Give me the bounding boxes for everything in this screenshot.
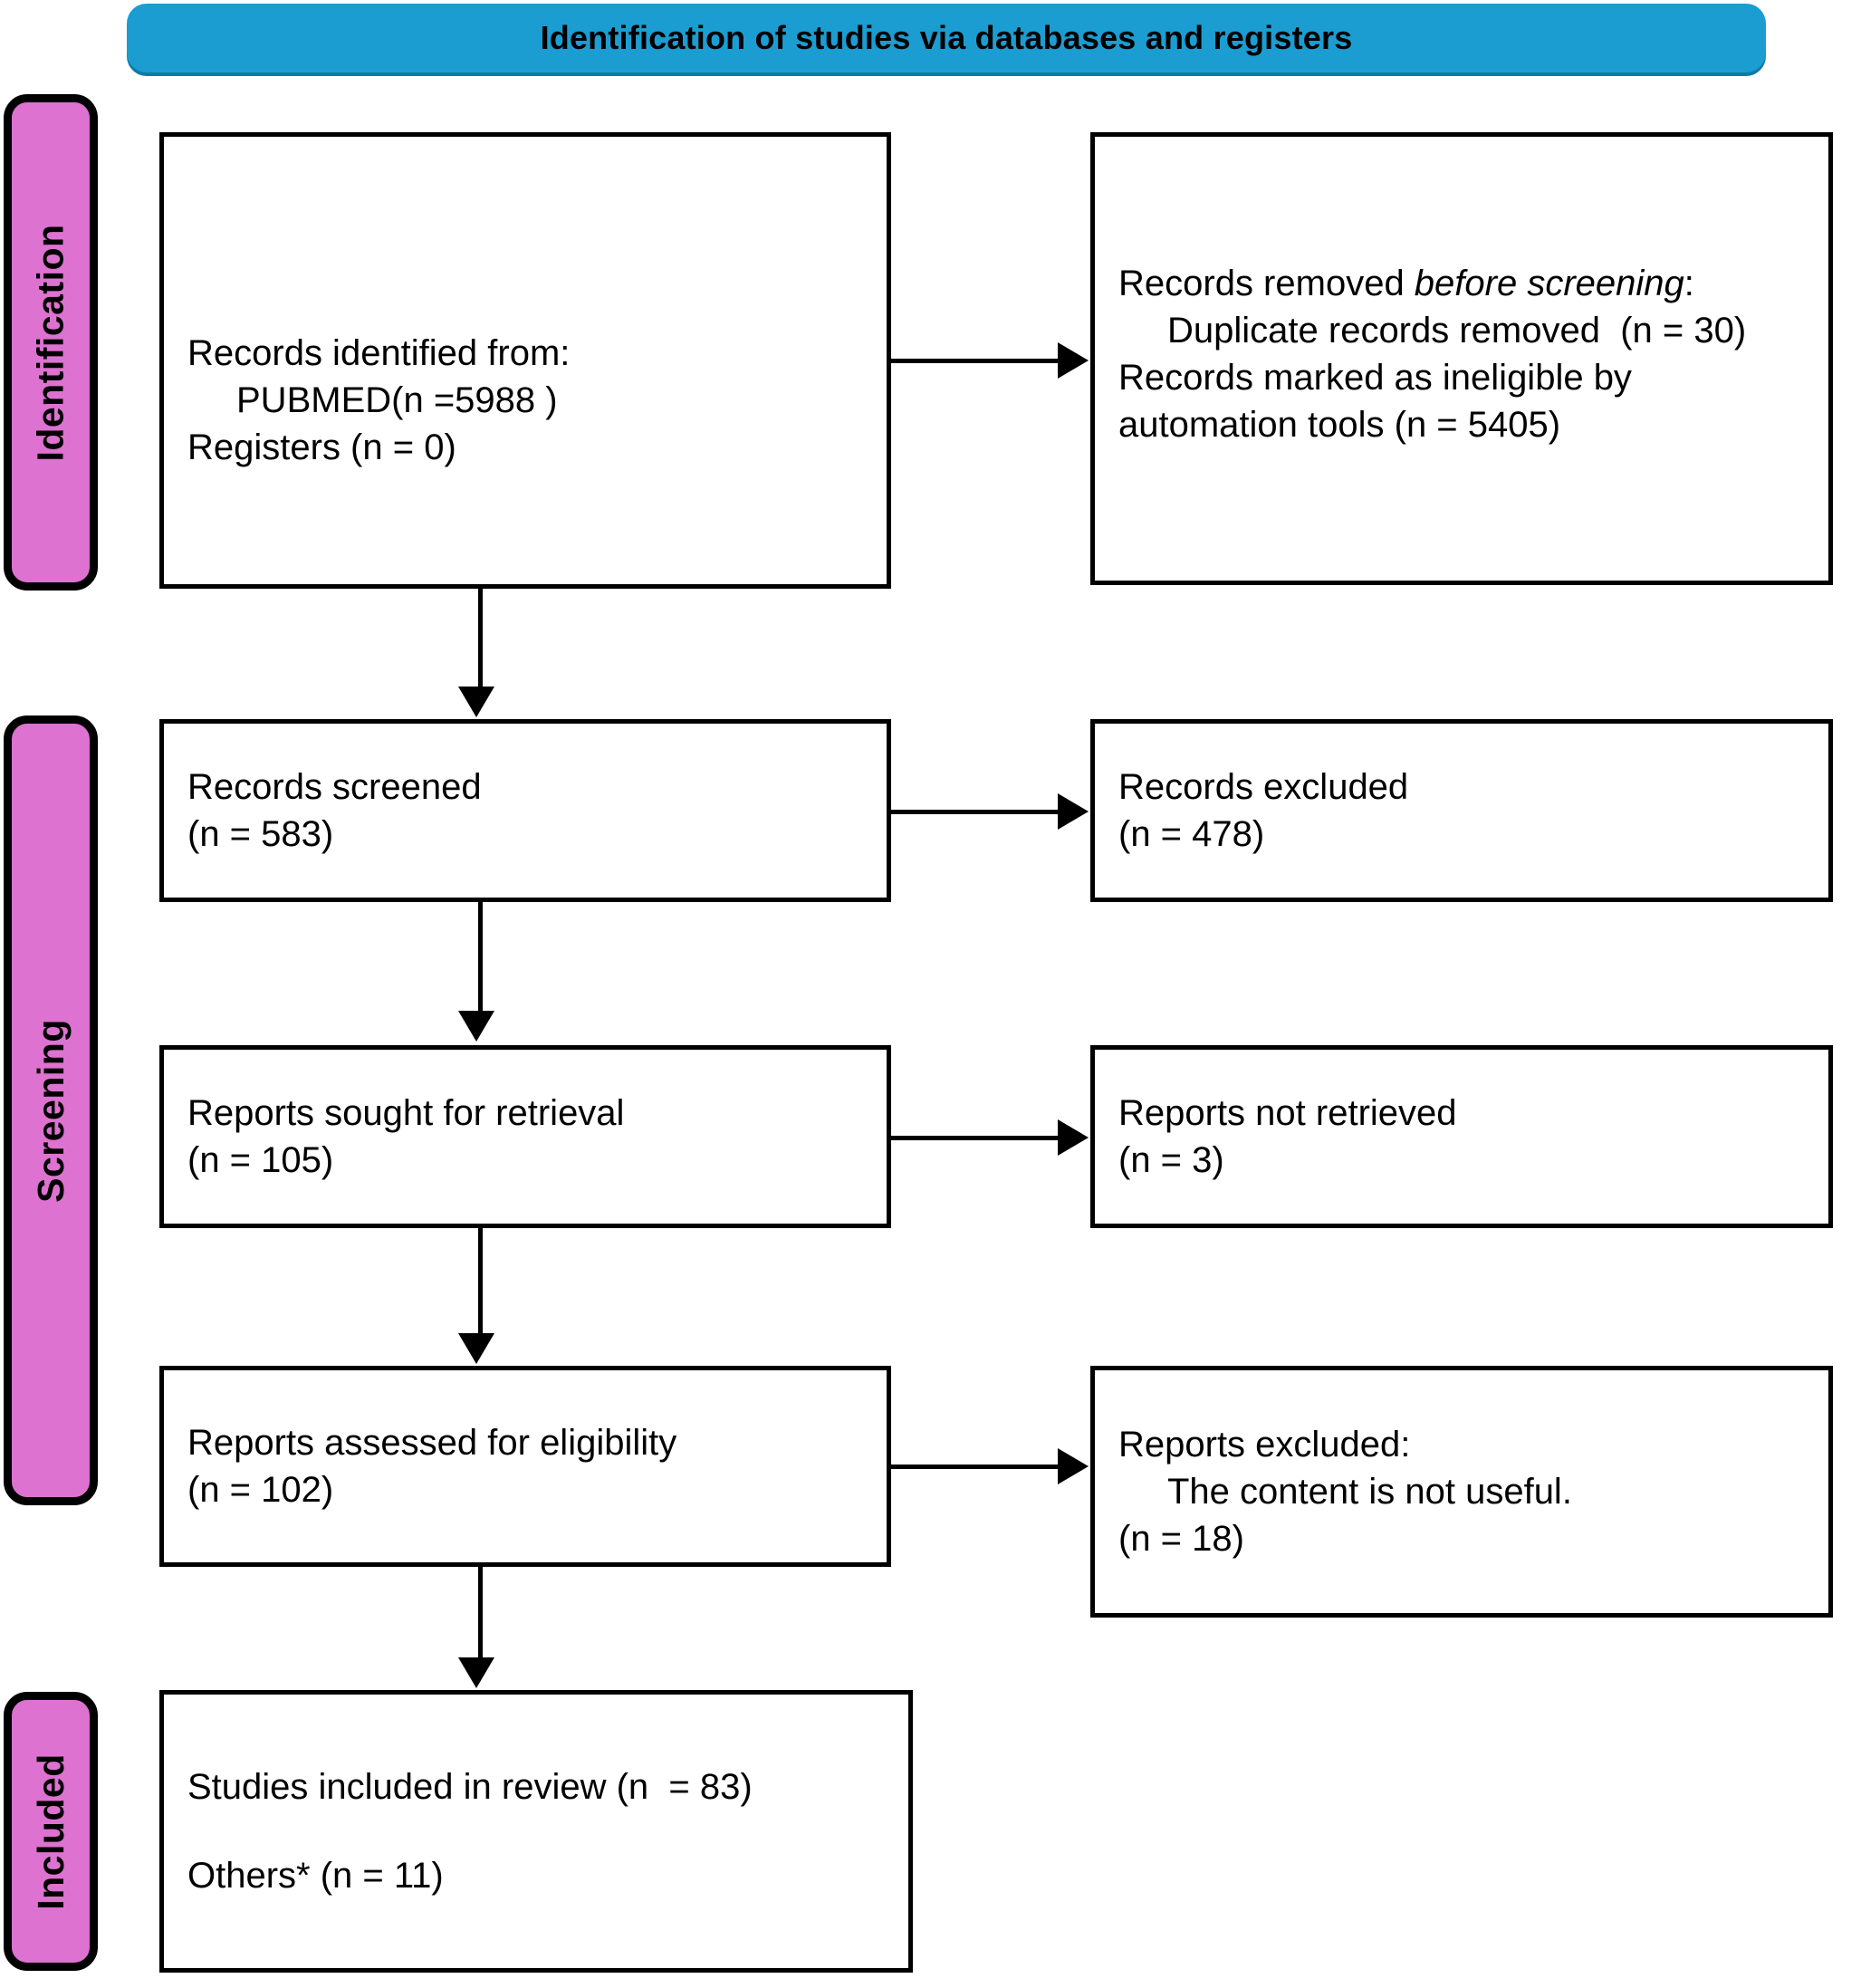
box-reports-sought-for-retrieval: Reports sought for retrieval (n = 105) xyxy=(159,1045,891,1228)
studies-included-line: Studies included in review (n = 83) xyxy=(187,1767,753,1807)
reports-not-retrieved-label: Reports not retrieved xyxy=(1118,1093,1457,1133)
reports-excluded-heading: Reports excluded: xyxy=(1118,1425,1411,1465)
arrow-right-icon-sought-to-not-retrieved xyxy=(1058,1119,1089,1156)
connector-assessed-to-included xyxy=(478,1567,483,1659)
box-records-excluded: Records excluded (n = 478) xyxy=(1090,719,1833,902)
records-removed-line-automation: Records marked as ineligible by automati… xyxy=(1118,358,1643,445)
records-identified-line-3: Registers (n = 0) xyxy=(187,427,456,467)
reports-excluded-count: (n = 18) xyxy=(1118,1519,1244,1559)
reports-not-retrieved-count: (n = 3) xyxy=(1118,1140,1224,1180)
records-excluded-count: (n = 478) xyxy=(1118,814,1265,854)
connector-screened-to-sought xyxy=(478,902,483,1013)
box-studies-included-in-review: Studies included in review (n = 83) Othe… xyxy=(159,1690,913,1973)
connector-identified-to-screened xyxy=(478,589,483,688)
phase-label-screening-text: Screening xyxy=(29,1018,72,1203)
box-reports-excluded: Reports excluded: The content is not use… xyxy=(1090,1366,1833,1618)
header-banner: Identification of studies via databases … xyxy=(127,4,1766,72)
connector-sought-to-assessed xyxy=(478,1228,483,1335)
phase-label-identification: Identification xyxy=(4,94,98,591)
page-title: Identification of studies via databases … xyxy=(540,19,1353,56)
arrow-right-icon-identified-to-removed xyxy=(1058,342,1089,379)
connector-assessed-to-excluded xyxy=(889,1465,1060,1469)
connector-screened-to-excluded xyxy=(889,810,1060,814)
phase-label-included: Included xyxy=(4,1692,98,1971)
records-identified-line-1: Records identified from: xyxy=(187,333,571,373)
reports-assessed-label: Reports assessed for eligibility xyxy=(187,1423,677,1463)
records-removed-heading-suffix: : xyxy=(1684,264,1694,303)
box-records-removed-before-screening: Records removed before screening: Duplic… xyxy=(1090,132,1833,585)
arrow-right-icon-screened-to-excluded xyxy=(1058,793,1089,830)
connector-sought-to-not-retrieved xyxy=(889,1136,1060,1140)
arrow-down-icon-identified-to-screened xyxy=(458,687,494,717)
records-identified-line-2: PUBMED(n =5988 ) xyxy=(236,380,558,420)
studies-included-others-line: Others* (n = 11) xyxy=(187,1856,444,1896)
arrow-right-icon-assessed-to-excluded xyxy=(1058,1448,1089,1484)
reports-excluded-reason: The content is not useful. xyxy=(1167,1472,1572,1512)
records-removed-line-duplicates: Duplicate records removed (n = 30) xyxy=(1167,311,1747,351)
connector-identified-to-removed xyxy=(889,359,1060,363)
records-screened-count: (n = 583) xyxy=(187,814,334,854)
box-reports-assessed-for-eligibility: Reports assessed for eligibility (n = 10… xyxy=(159,1366,891,1567)
records-screened-label: Records screened xyxy=(187,767,482,807)
phase-label-screening: Screening xyxy=(4,715,98,1505)
records-excluded-label: Records excluded xyxy=(1118,767,1409,807)
box-reports-not-retrieved: Reports not retrieved (n = 3) xyxy=(1090,1045,1833,1228)
phase-label-identification-text: Identification xyxy=(29,223,72,462)
arrow-down-icon-assessed-to-included xyxy=(458,1657,494,1688)
reports-assessed-count: (n = 102) xyxy=(187,1470,334,1510)
records-removed-heading: Records removed before screening: xyxy=(1118,260,1805,307)
reports-sought-label: Reports sought for retrieval xyxy=(187,1093,625,1133)
records-removed-heading-italic-screening: screening xyxy=(1527,264,1684,303)
box-records-screened: Records screened (n = 583) xyxy=(159,719,891,902)
phase-label-included-text: Included xyxy=(29,1753,72,1910)
arrow-down-icon-sought-to-assessed xyxy=(458,1333,494,1364)
reports-sought-count: (n = 105) xyxy=(187,1140,334,1180)
records-removed-heading-prefix: Records removed xyxy=(1118,264,1415,303)
box-records-identified: Records identified from: PUBMED(n =5988 … xyxy=(159,132,891,589)
records-removed-heading-italic-before: before xyxy=(1414,264,1518,303)
arrow-down-icon-screened-to-sought xyxy=(458,1011,494,1042)
